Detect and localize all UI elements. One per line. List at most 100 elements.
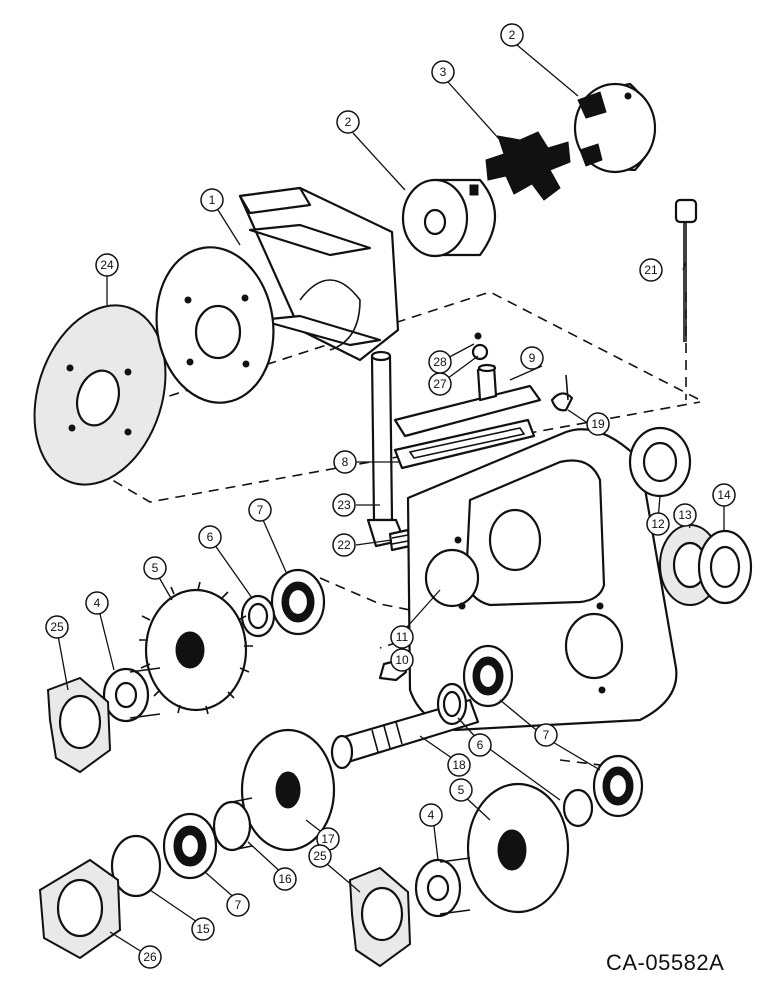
spacer-6-right bbox=[562, 788, 594, 828]
callout-24: 24 bbox=[95, 253, 119, 277]
dipstick-21 bbox=[674, 198, 698, 342]
svg-text:24: 24 bbox=[100, 258, 114, 272]
svg-text:2: 2 bbox=[509, 28, 516, 42]
bearing-7-lower bbox=[162, 812, 218, 880]
svg-text:6: 6 bbox=[207, 530, 214, 544]
gear-5-upper bbox=[139, 581, 253, 715]
svg-text:1: 1 bbox=[209, 193, 216, 207]
coupling-spider-3 bbox=[485, 131, 571, 201]
figure-reference: CA-05582A bbox=[606, 950, 725, 975]
callout-25-b: 25 bbox=[308, 844, 332, 868]
gasket-26 bbox=[38, 858, 122, 960]
svg-text:7: 7 bbox=[257, 503, 264, 517]
callout-15: 15 bbox=[191, 917, 215, 941]
svg-text:21: 21 bbox=[644, 263, 658, 277]
coupling-hub-2-left bbox=[401, 178, 497, 258]
hub-4-lower bbox=[414, 857, 471, 918]
callout-2-a: 2 bbox=[336, 110, 360, 134]
svg-text:2: 2 bbox=[345, 115, 352, 129]
svg-text:11: 11 bbox=[396, 630, 409, 644]
bearing-7-mid bbox=[462, 644, 514, 708]
callout-14: 14 bbox=[712, 483, 736, 507]
bearing-7-right bbox=[592, 754, 644, 818]
svg-text:16: 16 bbox=[278, 872, 292, 886]
svg-text:3: 3 bbox=[440, 65, 447, 79]
adapter-housing-1 bbox=[155, 186, 400, 404]
svg-text:14: 14 bbox=[717, 488, 731, 502]
callout-19: 19 bbox=[586, 412, 610, 436]
callout-7-b: 7 bbox=[534, 723, 558, 747]
callout-23: 23 bbox=[332, 493, 356, 517]
svg-text:9: 9 bbox=[529, 351, 536, 365]
callout-27: 27 bbox=[428, 372, 452, 396]
bearing-7-upper bbox=[270, 568, 326, 636]
cap-14 bbox=[697, 529, 753, 605]
svg-text:15: 15 bbox=[196, 922, 210, 936]
svg-text:23: 23 bbox=[337, 498, 351, 512]
callout-16: 16 bbox=[273, 867, 297, 891]
callout-13: 13 bbox=[673, 503, 697, 527]
callout-6-b: 6 bbox=[468, 733, 492, 757]
svg-text:12: 12 bbox=[651, 517, 665, 531]
spacer-6-upper bbox=[240, 594, 276, 638]
svg-text:4: 4 bbox=[94, 596, 101, 610]
svg-text:5: 5 bbox=[458, 783, 465, 797]
callout-11: 11 bbox=[390, 625, 414, 649]
svg-text:10: 10 bbox=[395, 653, 409, 667]
bearing-12 bbox=[628, 426, 692, 498]
pin-19 bbox=[550, 374, 574, 412]
svg-text:28: 28 bbox=[433, 355, 447, 369]
callout-18: 18 bbox=[447, 753, 471, 777]
svg-text:27: 27 bbox=[433, 377, 447, 391]
svg-text:19: 19 bbox=[591, 417, 605, 431]
callout-3: 3 bbox=[431, 60, 455, 84]
callout-2-b: 2 bbox=[500, 23, 524, 47]
coupling-hub-2-right bbox=[573, 82, 657, 174]
cover-plate-9 bbox=[393, 363, 542, 438]
svg-text:18: 18 bbox=[452, 758, 466, 772]
svg-text:25: 25 bbox=[313, 849, 327, 863]
callout-25-a: 25 bbox=[45, 615, 69, 639]
svg-text:8: 8 bbox=[342, 455, 349, 469]
spacer-6-lower bbox=[436, 682, 468, 726]
callout-7-a: 7 bbox=[248, 498, 272, 522]
callout-7-d: 7 bbox=[543, 728, 550, 742]
svg-text:4: 4 bbox=[428, 808, 435, 822]
callout-21: 21 bbox=[639, 258, 663, 282]
svg-text:5: 5 bbox=[152, 561, 159, 575]
screw-27-28 bbox=[471, 332, 489, 361]
callout-9: 9 bbox=[520, 346, 544, 370]
callout-12: 12 bbox=[646, 512, 670, 536]
callout-1: 1 bbox=[200, 188, 224, 212]
callout-17: 17 bbox=[316, 827, 340, 851]
svg-text:25: 25 bbox=[50, 620, 64, 634]
callout-6-a: 6 bbox=[198, 525, 222, 549]
gasket-25-lower bbox=[348, 866, 412, 968]
callout-5-b: 5 bbox=[449, 778, 473, 802]
callout-5-a: 5 bbox=[143, 556, 167, 580]
hub-4-upper bbox=[102, 667, 161, 723]
callout-4-a: 4 bbox=[85, 591, 109, 615]
svg-text:26: 26 bbox=[143, 950, 157, 964]
callout-4-b: 4 bbox=[419, 803, 443, 827]
gear-17 bbox=[240, 728, 336, 852]
callout-26: 26 bbox=[138, 945, 162, 969]
svg-text:7: 7 bbox=[543, 728, 550, 742]
gasket-25-upper bbox=[46, 676, 112, 774]
callout-7-c: 7 bbox=[226, 893, 250, 917]
svg-text:17: 17 bbox=[321, 832, 335, 846]
gear-5-lower bbox=[466, 782, 570, 914]
callout-8: 8 bbox=[333, 450, 357, 474]
fitting-22 bbox=[388, 528, 412, 552]
svg-text:22: 22 bbox=[337, 538, 351, 552]
callout-22: 22 bbox=[332, 533, 356, 557]
callout-10: 10 bbox=[390, 648, 414, 672]
svg-text:7: 7 bbox=[235, 898, 242, 912]
svg-text:6: 6 bbox=[477, 738, 484, 752]
svg-text:13: 13 bbox=[678, 508, 692, 522]
washer-15 bbox=[110, 834, 162, 898]
friction-disc-24 bbox=[33, 304, 167, 486]
bushing-16 bbox=[212, 797, 253, 852]
callout-28: 28 bbox=[428, 350, 452, 374]
